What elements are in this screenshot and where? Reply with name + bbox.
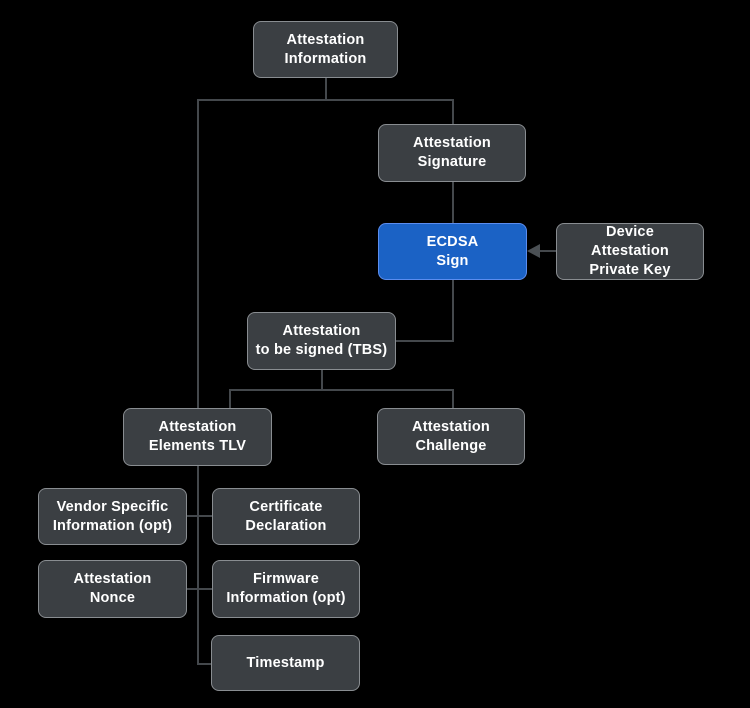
connector-tbs-down (321, 369, 323, 391)
node-ecdsa-sign: ECDSA Sign (378, 223, 527, 280)
connector-trunk-to-timestamp (197, 663, 213, 665)
node-attestation-signature: Attestation Signature (378, 124, 526, 182)
node-vendor-specific-information: Vendor Specific Information (opt) (38, 488, 187, 545)
connector-dapk-to-ecdsa (539, 250, 557, 252)
connector-ecdsa-down (452, 279, 454, 342)
connector-sig-to-ecdsa (452, 181, 454, 224)
node-certificate-declaration: Certificate Declaration (212, 488, 360, 545)
node-firmware-information: Firmware Information (opt) (212, 560, 360, 618)
node-attestation-nonce: Attestation Nonce (38, 560, 187, 618)
node-attestation-information: Attestation Information (253, 21, 398, 78)
connector-attinfo-to-tlv-v (197, 99, 199, 409)
connector-tbs-to-tlv-drop (229, 389, 231, 409)
connector-attinfo-down (325, 78, 327, 100)
arrowhead-left-icon (527, 244, 540, 258)
node-attestation-challenge: Attestation Challenge (377, 408, 525, 465)
connector-tlv-trunk (197, 465, 199, 665)
connector-row1-stub (187, 515, 213, 517)
connector-ecdsa-to-tbs-h (396, 340, 454, 342)
node-device-attestation-private-key: Device Attestation Private Key (556, 223, 704, 280)
connector-attinfo-to-sig-v (452, 99, 454, 126)
node-attestation-tbs: Attestation to be signed (TBS) (247, 312, 396, 370)
connector-tbs-branch-h (229, 389, 454, 391)
node-attestation-elements-tlv: Attestation Elements TLV (123, 408, 272, 466)
node-timestamp: Timestamp (211, 635, 360, 691)
connector-row2-stub (187, 588, 213, 590)
connector-attinfo-branch-h (197, 99, 454, 101)
connector-tbs-to-chal-drop (452, 389, 454, 409)
